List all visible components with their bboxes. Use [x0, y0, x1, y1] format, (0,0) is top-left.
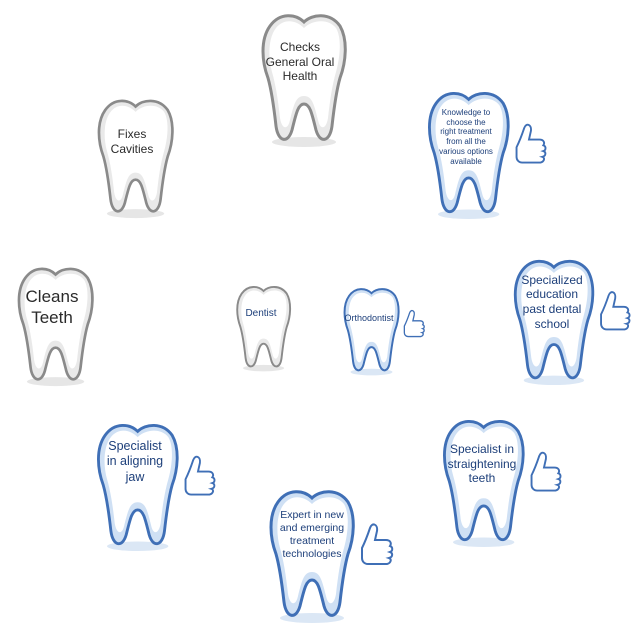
tooth-icon	[428, 91, 547, 220]
expert-technologies-label: Expert in new and emerging treatment tec…	[279, 509, 345, 560]
tooth-dentist-center: Dentist	[224, 282, 298, 372]
cleans-teeth-label: Cleans Teeth	[25, 287, 79, 327]
thumbs-up-icon	[403, 309, 425, 338]
tooth-aligning-jaw: Specialist in aligning jaw	[84, 418, 222, 552]
tooth-icon	[17, 267, 94, 387]
fixes-cavities-label: Fixes Cavities	[110, 127, 154, 156]
tooth-fixes-cavities: Fixes Cavities	[82, 94, 182, 219]
aligning-jaw-label: Specialist in aligning jaw	[106, 439, 164, 484]
tooth-expert-technologies: Expert in new and emerging treatment tec…	[258, 484, 398, 624]
tooth-icon	[97, 99, 174, 219]
tooth-icon	[269, 490, 394, 623]
straightening-teeth-label: Specialist in straightening teeth	[447, 442, 517, 486]
thumbs-up-icon	[600, 291, 631, 331]
specialized-education-label: Specialized education past dental school	[521, 272, 583, 331]
dentist-label: Dentist	[245, 307, 277, 319]
tooth-cleans-teeth: Cleans Teeth	[2, 262, 102, 387]
tooth-orthodontist-center: Orthodontist	[332, 284, 432, 376]
tooth-checks-oral-health: Checks General Oral Health	[250, 8, 350, 148]
orthodontist-label: Orthodontist	[344, 312, 394, 323]
tooth-icon	[97, 423, 216, 552]
tooth-knowledge: Knowledge to choose the right treatment …	[414, 86, 554, 220]
tooth-icon	[513, 259, 631, 386]
thumbs-up-icon	[361, 523, 394, 565]
tooth-icon	[261, 14, 347, 147]
tooth-specialized-education: Specialized education past dental school	[500, 254, 638, 386]
tooth-icon	[236, 286, 292, 372]
tooth-icon	[443, 419, 562, 548]
thumbs-up-icon	[184, 455, 216, 496]
tooth-straightening-teeth: Specialist in straightening teeth	[430, 414, 568, 548]
thumbs-up-icon	[515, 123, 547, 164]
checks-oral-health-label: Checks General Oral Health	[265, 40, 335, 84]
tooth-icon	[343, 288, 425, 376]
knowledge-label: Knowledge to choose the right treatment …	[439, 107, 493, 166]
thumbs-up-icon	[530, 451, 562, 492]
